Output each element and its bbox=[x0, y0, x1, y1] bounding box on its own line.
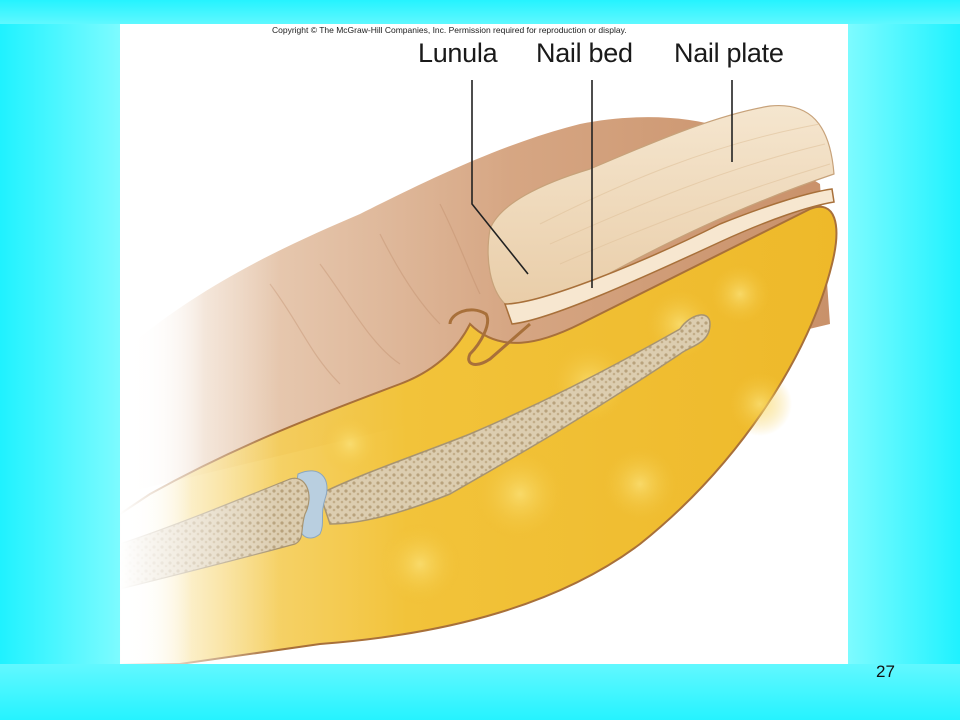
leader-line-lunula bbox=[471, 80, 529, 275]
fingertip-drawing bbox=[120, 80, 848, 664]
slide-number: 27 bbox=[876, 662, 895, 681]
slide-background-left bbox=[0, 24, 120, 664]
slide-background-bottom bbox=[0, 664, 960, 720]
label-nail-bed: Nail bed bbox=[536, 38, 633, 68]
slide-background-right bbox=[848, 24, 960, 664]
label-lunula: Lunula bbox=[418, 38, 498, 68]
label-nail-plate: Nail plate bbox=[674, 38, 784, 68]
left-fade bbox=[120, 174, 848, 664]
copyright-notice: Copyright © The McGraw-Hill Companies, I… bbox=[272, 25, 627, 35]
slide-background-top bbox=[0, 0, 960, 24]
leader-lines bbox=[471, 80, 733, 288]
fingertip-illustration: Copyright © The McGraw-Hill Companies, I… bbox=[120, 24, 848, 664]
